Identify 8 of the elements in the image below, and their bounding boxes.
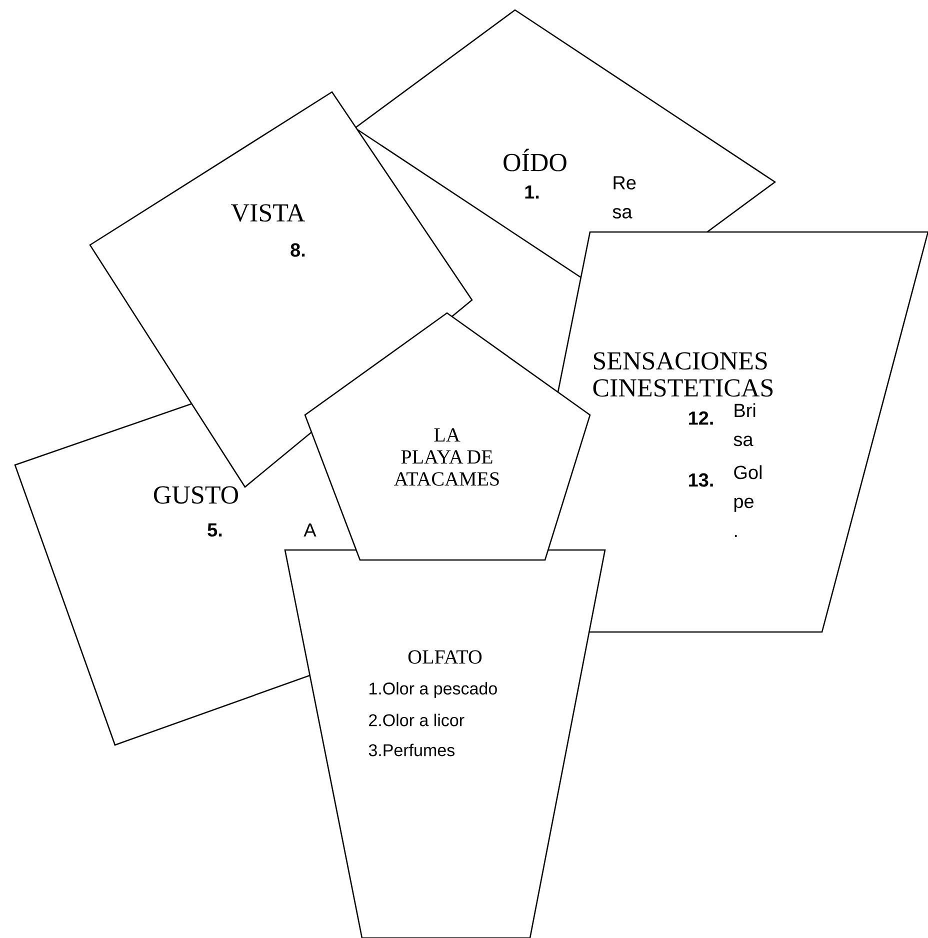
- node-label: 13.: [688, 473, 713, 487]
- trapezoid-box: OLFATO 1.Olor a pescado 2.Olor a licor 3.Perfumes: [284, 549, 606, 938]
- node-label: 3.Perfumes: [368, 744, 455, 756]
- node-label: SENSACIONES CINESTETICAS: [593, 352, 773, 397]
- node-label: Gol pe .: [734, 465, 762, 537]
- node-label: OLFATO: [408, 650, 482, 664]
- node-label: Bri sa: [734, 403, 756, 446]
- node-label: 12.: [688, 411, 713, 425]
